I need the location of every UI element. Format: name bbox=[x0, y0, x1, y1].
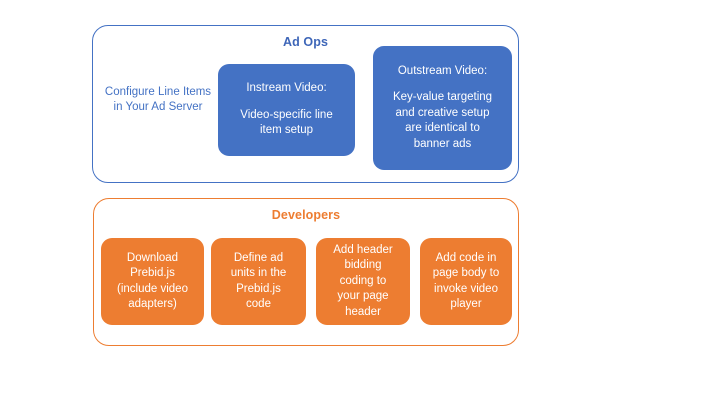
download-prebid-line-3: (include video bbox=[117, 282, 188, 295]
add-header-bidding-line-2: bidding bbox=[344, 259, 382, 272]
instream-body-line-1: Video-specific line bbox=[240, 108, 333, 121]
add-page-body-code-line-3: invoke video bbox=[434, 282, 498, 295]
add-header-bidding-line-1: Add header bbox=[333, 243, 393, 256]
add-header-bidding-line-5: header bbox=[345, 305, 381, 318]
card-instream-video[interactable]: Instream Video: Video-specific line item… bbox=[218, 64, 355, 156]
configure-line-3: Server bbox=[168, 101, 203, 113]
outstream-body-line-3: are identical to bbox=[405, 122, 480, 135]
download-prebid-line-1: Download bbox=[126, 251, 179, 264]
outstream-body-line-4: banner ads bbox=[413, 137, 472, 150]
instream-heading: Instream Video: bbox=[246, 82, 327, 95]
define-ad-units-line-3: Prebid.js bbox=[236, 282, 281, 295]
define-ad-units-line-1: Define ad bbox=[233, 251, 284, 264]
download-prebid-line-2: Prebid.js bbox=[130, 267, 175, 279]
download-prebid-line-4: adapters) bbox=[128, 298, 177, 310]
add-page-body-code-line-2: page body to bbox=[432, 267, 500, 279]
card-outstream-video[interactable]: Outstream Video: Key-value targeting and… bbox=[373, 46, 512, 170]
instream-body-line-2: item setup bbox=[259, 124, 314, 137]
outstream-body-line-1: Key-value targeting bbox=[392, 91, 493, 104]
card-define-ad-units[interactable]: Define ad units in the Prebid.js code bbox=[211, 238, 306, 325]
add-page-body-code-line-1: Add code in bbox=[435, 251, 497, 264]
define-ad-units-line-2: units in the bbox=[230, 267, 287, 279]
group-title-ad-ops: Ad Ops bbox=[282, 35, 329, 49]
card-add-header-bidding[interactable]: Add header bidding coding to your page h… bbox=[316, 238, 410, 325]
outstream-body-line-2: and creative setup bbox=[395, 106, 490, 119]
text-configure-line-items: Configure Line Items in Your Ad Server bbox=[104, 70, 212, 130]
card-download-prebid[interactable]: Download Prebid.js (include video adapte… bbox=[101, 238, 204, 325]
card-add-page-body-code[interactable]: Add code in page body to invoke video pl… bbox=[420, 238, 512, 325]
define-ad-units-line-4: code bbox=[246, 298, 271, 310]
configure-line-1: Configure Line bbox=[104, 85, 180, 98]
add-page-body-code-line-4: player bbox=[450, 298, 482, 310]
group-title-developers: Developers bbox=[271, 208, 341, 222]
configure-line-2: Items in Your Ad bbox=[113, 85, 212, 114]
add-header-bidding-line-3: coding to bbox=[339, 274, 387, 287]
add-header-bidding-line-4: your page bbox=[337, 290, 389, 303]
outstream-heading: Outstream Video: bbox=[397, 64, 488, 77]
